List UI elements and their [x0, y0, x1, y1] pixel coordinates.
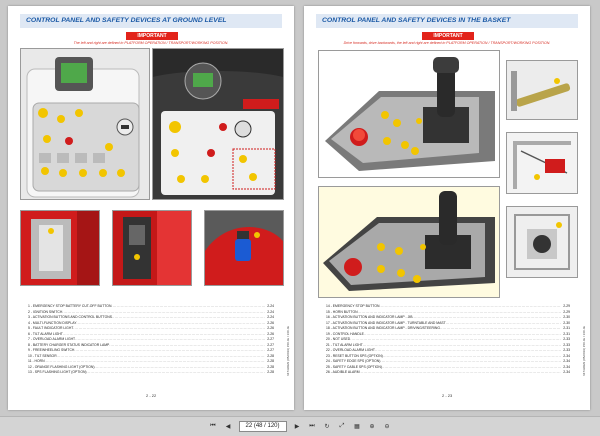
- list-item: 15 - HORN BUTTON2-29: [326, 310, 570, 316]
- section-title: CONTROL PANEL AND SAFETY DEVICES IN THE …: [316, 14, 578, 28]
- previous-page-icon[interactable]: ◀: [225, 424, 231, 430]
- list-item: 7 - OVERLOAD ALARM LIGHT2-27: [28, 337, 274, 343]
- list-item: 13 - SPS FLASHING LIGHT (OPTION)2-28: [28, 370, 274, 376]
- basket-control-panel-diagram: [318, 186, 500, 298]
- section-title: CONTROL PANEL AND SAFETY DEVICES AT GROU…: [20, 14, 282, 28]
- flashing-light-photo: [204, 210, 284, 286]
- list-item: 4 - MULTI-FUNCTION DISPLAY2-26: [28, 321, 274, 327]
- list-item: 14 - EMERGENCY STOP BUTTON2-29: [326, 304, 570, 310]
- list-item: 23 - RESET BUTTON SPS (OPTION)2-34: [326, 354, 570, 360]
- list-item: 11 - HORN2-28: [28, 359, 274, 365]
- page-number: 2 - 22: [146, 393, 157, 398]
- tilt-sensor-photo: [20, 210, 100, 286]
- freewheeling-switch-photo: [112, 210, 192, 286]
- list-item: 26 - AUDIBLE ALARM2-34: [326, 370, 570, 376]
- document-page-right: CONTROL PANEL AND SAFETY DEVICES IN THE …: [304, 6, 590, 410]
- list-item: 5 - FAULT INDICATOR LIGHT2-26: [28, 326, 274, 332]
- next-page-icon[interactable]: ▶: [294, 424, 300, 430]
- fit-page-icon[interactable]: ⤢: [339, 423, 345, 429]
- important-banner: IMPORTANT: [126, 32, 178, 40]
- important-note: The left and right are defined in PLATFO…: [73, 41, 229, 45]
- first-page-icon[interactable]: ⏮: [210, 423, 216, 429]
- list-item: 12 - ORANGE FLASHING LIGHT (OPTION)2-28: [28, 365, 274, 371]
- zoom-in-icon[interactable]: ⊕: [369, 424, 375, 430]
- grid-view-icon[interactable]: ▦: [354, 424, 360, 430]
- ground-control-panel-photo: [20, 48, 150, 200]
- list-item: 18 - ACTIVATION BUTTON AND INDICATOR LAM…: [326, 326, 570, 332]
- ground-controls-list: 1 - EMERGENCY STOP BATTERY CUT-OFF BUTTO…: [28, 304, 274, 376]
- list-item: 17 - ACTIVATION BUTTON AND INDICATOR LAM…: [326, 321, 570, 327]
- safety-edge-photo: [506, 60, 578, 120]
- viewer-toolbar: ⏮ ◀ 22 (48 / 120) ▶ ⏭ ↻ ⤢ ▦ ⊕ ⊖: [0, 416, 600, 436]
- list-item: 3 - ACTIVATION BUTTONS AND CONTROL BUTTO…: [28, 315, 274, 321]
- important-note: Drive forwards, drive backwards, the lef…: [343, 41, 551, 45]
- list-item: 8 - BATTERY CHARGER STATUS INDICATOR LAM…: [28, 343, 274, 349]
- document-code: 647330EN (05/2019) 150 JE / 160 JE: [581, 326, 586, 376]
- list-item: 1 - EMERGENCY STOP BATTERY CUT-OFF BUTTO…: [28, 304, 274, 310]
- safety-cable-photo: [506, 132, 578, 194]
- list-item: 25 - SAFETY CABLE SPS (OPTION)2-34: [326, 365, 570, 371]
- last-page-icon[interactable]: ⏭: [309, 423, 315, 429]
- audible-alarm-photo: [506, 206, 578, 278]
- list-item: 6 - TILT ALARM LIGHT2-26: [28, 332, 274, 338]
- list-item: 10 - TILT SENSOR2-28: [28, 354, 274, 360]
- list-item: 20 - NOT USED2-33: [326, 337, 570, 343]
- list-item: 2 - IGNITION SWITCH2-24: [28, 310, 274, 316]
- page-number-input[interactable]: 22 (48 / 120): [238, 421, 287, 432]
- zoom-out-icon[interactable]: ⊖: [384, 424, 390, 430]
- rotate-icon[interactable]: ↻: [324, 424, 330, 430]
- document-code: 647330EN (05/2019) 150 JE / 160 JE: [285, 326, 290, 376]
- basket-controls-list: 14 - EMERGENCY STOP BUTTON2-29 15 - HORN…: [326, 304, 570, 376]
- document-page-left: CONTROL PANEL AND SAFETY DEVICES AT GROU…: [8, 6, 294, 410]
- basket-control-panel-photo: [318, 50, 500, 178]
- ground-control-panel-diagram: [152, 48, 284, 200]
- list-item: 21 - TILT ALARM LIGHT2-33: [326, 343, 570, 349]
- important-banner: IMPORTANT: [422, 32, 474, 40]
- list-item: 19 - CONTROL HANDLE2-31: [326, 332, 570, 338]
- list-item: 9 - FREEWHEELING SWITCH2-27: [28, 348, 274, 354]
- list-item: 24 - SAFETY EDGE SPS (OPTION)2-34: [326, 359, 570, 365]
- list-item: 22 - OVERLOAD ALARM LIGHT2-33: [326, 348, 570, 354]
- page-number: 2 - 23: [442, 393, 453, 398]
- list-item: 16 - ACTIVATION BUTTON AND INDICATOR LAM…: [326, 315, 570, 321]
